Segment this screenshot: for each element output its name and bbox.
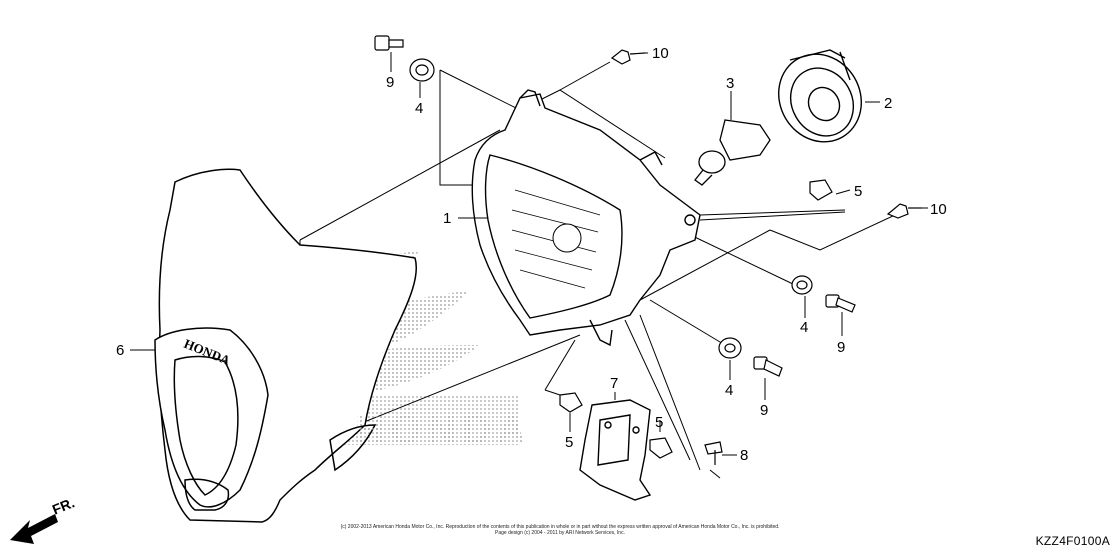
watermark-lettering: HONDA: [355, 408, 532, 452]
diagram-code: KZZ4F0100A: [1035, 534, 1110, 548]
headlight-bulb: [694, 119, 771, 186]
callout-9-right: 9: [837, 339, 845, 356]
headlight-bracket: [579, 399, 652, 501]
callout-1: 1: [443, 210, 451, 227]
callout-5-bracket: 5: [655, 414, 663, 431]
callout-5-left: 5: [565, 434, 573, 451]
callout-3: 3: [726, 75, 734, 92]
socket-cover: [777, 49, 863, 143]
callout-2: 2: [884, 95, 892, 112]
callout-4-middle: 4: [725, 382, 733, 399]
callout-8: 8: [740, 447, 748, 464]
callout-5-right: 5: [854, 183, 862, 200]
leader-lines: [269, 61, 896, 479]
callout-7: 7: [610, 375, 618, 392]
callout-4-top: 4: [415, 100, 423, 117]
callout-9-top: 9: [386, 74, 394, 91]
callout-9-middle: 9: [760, 402, 768, 419]
callout-10-right: 10: [930, 201, 947, 218]
copyright-line-2: Page design (c) 2004 - 2011 by ARI Netwo…: [495, 530, 625, 536]
callout-leaders: [130, 52, 928, 456]
callout-4-right: 4: [800, 319, 808, 336]
headlight-cowl: [154, 168, 417, 523]
callout-6: 6: [116, 342, 124, 359]
hardware: [374, 35, 922, 465]
callout-10-top: 10: [652, 45, 669, 62]
headlight-unit: [471, 89, 701, 347]
copyright-line-1: (c) 2002-2013 American Honda Motor Co., …: [340, 524, 780, 530]
front-direction-arrow-icon: [10, 514, 58, 544]
